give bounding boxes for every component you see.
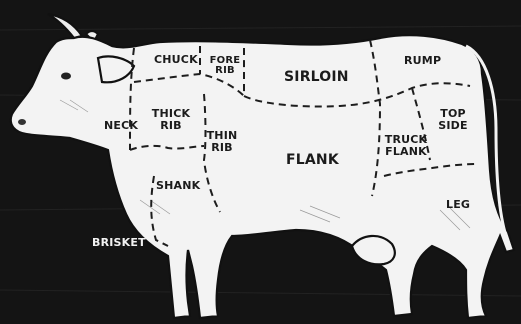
label-fore-rib: FORE RIB [208,56,242,76]
label-sirloin: SIRLOIN [284,70,349,84]
label-neck: NECK [104,120,138,131]
nostril [18,119,26,125]
label-shank: SHANK [156,180,200,191]
eye [61,73,71,80]
cow-body [11,35,514,318]
label-thin-rib: THIN RIB [204,130,240,154]
label-flank: FLANK [286,153,339,167]
label-thick-rib: THICK RIB [150,108,192,132]
horn [48,14,82,38]
label-leg: LEG [446,199,470,210]
label-brisket: BRISKET [92,237,146,248]
udder [352,236,395,264]
label-top-side: TOP SIDE [438,108,468,132]
label-truck-flank: TRUCK FLANK [384,134,428,158]
label-rump: RUMP [404,55,441,66]
label-chuck: CHUCK [154,54,198,65]
